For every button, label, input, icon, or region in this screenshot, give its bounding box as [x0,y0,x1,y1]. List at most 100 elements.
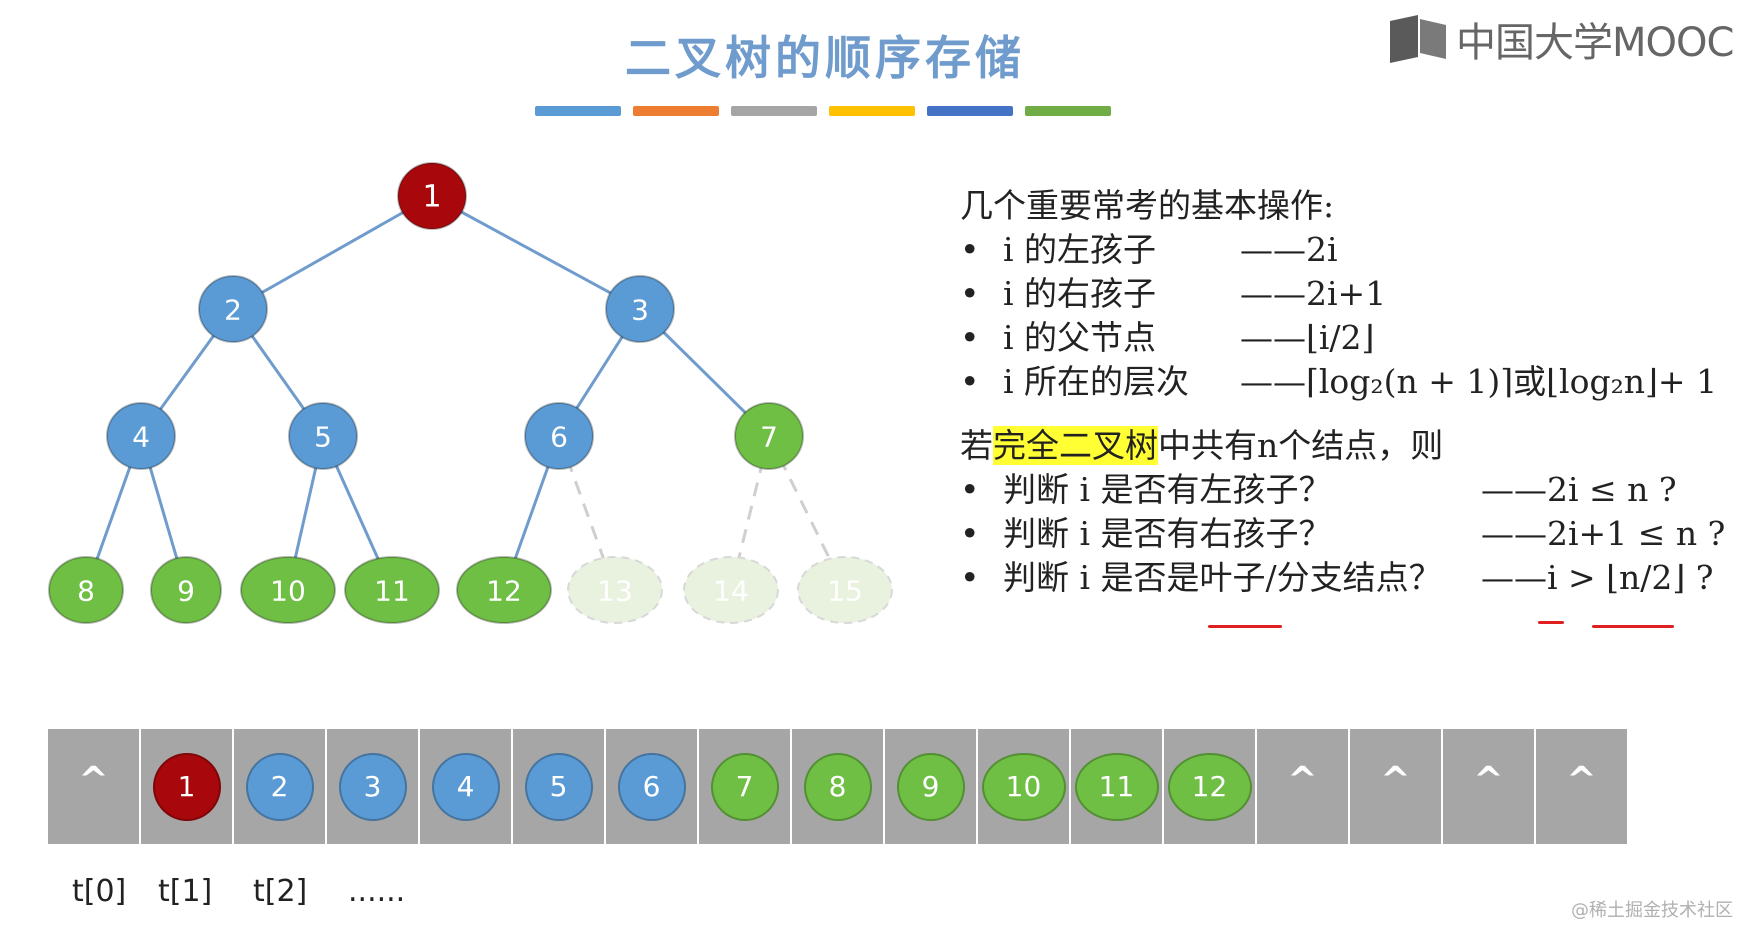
index-label: ...... [348,874,406,909]
array-cell: 6 [606,729,699,844]
color-strip-segment [927,106,1013,116]
tree-node-label: 4 [132,421,150,454]
check-right-child: • 判断 i 是否有右孩子？ ——2i+1 ≤ n ? [960,512,1725,556]
tree-node-label: 14 [713,575,749,608]
check-label: 判断 i 是否是叶子/分支结点？ [1003,558,1442,597]
array-cell: 1 [141,729,234,844]
color-strip-segment [535,106,621,116]
array-node: 6 [617,752,686,821]
op-level: • i 所在的层次 ——⌈log₂(n + 1)⌉或⌊log₂n⌋+ 1 [960,360,1717,404]
null-marker: ^ [1380,760,1411,801]
color-strip [535,106,1111,116]
tree-node-label: 13 [597,575,633,608]
tree-node-label: 10 [270,575,306,608]
array-node: 11 [1074,752,1159,821]
tree-node-13: 13 [567,556,663,624]
check-leaf-branch: • 判断 i 是否是叶子/分支结点？ ——i > ⌊n/2⌋ ? [960,556,1713,600]
array-node: 2 [245,752,314,821]
array-node: 7 [710,752,779,821]
array-node: 3 [338,752,407,821]
tree-node-label: 3 [631,294,649,327]
array-node: 8 [803,752,872,821]
bullet: • [960,558,980,597]
check-label: 判断 i 是否有右孩子？ [1003,514,1332,553]
bullet: • [960,362,980,401]
tree-node-15: 15 [797,556,893,624]
slide-title: 二叉树的顺序存储 [625,31,1025,85]
tree-node-7: 7 [734,402,804,470]
bullet: • [960,470,980,509]
tree-node-12: 12 [456,556,552,624]
red-underline [1538,621,1564,624]
bullet: • [960,230,980,269]
mooc-logo-text: 中国大学MOOC [1456,20,1734,66]
color-strip-segment [633,106,719,116]
array-cell: ^ [1536,729,1629,844]
array-cell: 5 [513,729,606,844]
op-formula: ——2i [1240,230,1338,269]
red-underline [1592,625,1674,628]
red-underline [1208,625,1282,628]
tree-node-label: 8 [77,575,95,608]
op-label: i 所在的层次 [1003,362,1190,401]
array-cell: 9 [885,729,978,844]
tree-node-10: 10 [240,556,336,624]
op-formula: ——2i+1 [1240,274,1387,313]
array-node: 1 [152,752,221,821]
array-cell: 12 [1164,729,1257,844]
tree-node-label: 2 [224,294,242,327]
check-formula: ——2i+1 ≤ n ? [1481,514,1726,553]
op-parent: • i 的父节点 ——⌊i/2⌋ [960,316,1443,360]
op-label: i 的右孩子 [1003,274,1157,313]
check-formula: ——2i ≤ n ? [1481,470,1677,509]
tree-node-label: 12 [486,575,522,608]
bullet: • [960,318,980,357]
check-label: 判断 i 是否有左孩子？ [1003,470,1332,509]
check-left-child: • 判断 i 是否有左孩子？ ——2i ≤ n ? [960,468,1677,512]
tree-edge [431,194,641,311]
tree-node-label: 7 [760,421,778,454]
tree-edges [84,194,847,591]
index-label: t[0] [72,874,127,909]
null-marker: ^ [1566,760,1597,801]
op-label: i 的父节点 [1003,318,1157,357]
array-cell: 10 [978,729,1071,844]
array-node: 4 [431,752,500,821]
operations-panel: 几个重要常考的基本操作: • i 的左孩子 ——2i • i 的右孩子 ——2i… [960,184,1725,600]
tree-node-11: 11 [344,556,440,624]
tree-node-label: 5 [314,421,332,454]
tree-node-14: 14 [683,556,779,624]
tree-node-5: 5 [288,402,358,470]
mooc-logo-icon [1390,15,1446,63]
tree-node-9: 9 [150,556,222,624]
color-strip-segment [829,106,915,116]
null-marker: ^ [78,760,109,801]
op-formula: ——⌊i/2⌋ [1240,318,1375,357]
array-cell: 2 [234,729,327,844]
tree-node-1: 1 [397,162,467,230]
array-cell: 8 [792,729,885,844]
tree-node-3: 3 [605,275,675,343]
null-marker: ^ [1287,760,1318,801]
complete-prefix: 若 [960,426,993,465]
index-label: t[2] [253,874,308,909]
array-node: 10 [981,752,1066,821]
mooc-logo: 中国大学MOOC [1388,10,1734,68]
index-label: t[1] [158,874,213,909]
bullet: • [960,514,980,553]
watermark: @稀土掘金技术社区 [1571,900,1733,921]
array-cell: 7 [699,729,792,844]
op-left-child: • i 的左孩子 ——2i [960,228,1443,272]
check-formula: ——i > ⌊n/2⌋ ? [1481,558,1714,597]
array-cell: ^ [48,729,141,844]
color-strip-segment [731,106,817,116]
tree-node-label: 11 [374,575,410,608]
tree-node-label: 1 [422,180,441,215]
array-cell: 11 [1071,729,1164,844]
array-cell: ^ [1443,729,1536,844]
array-cell: 3 [327,729,420,844]
tree-node-8: 8 [48,556,124,624]
tree-node-label: 9 [177,575,195,608]
op-label: i 的左孩子 [1003,230,1157,269]
